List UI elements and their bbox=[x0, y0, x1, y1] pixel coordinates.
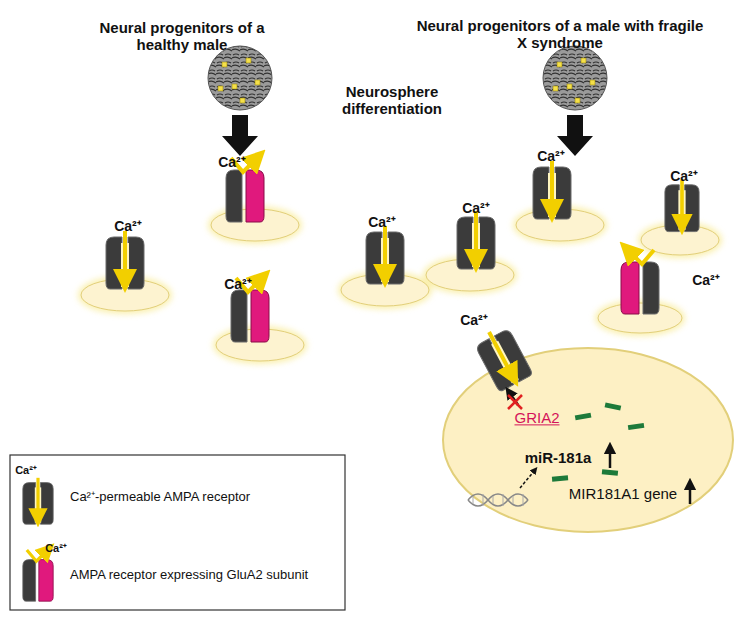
ion-label: Ca²⁺ bbox=[462, 200, 490, 216]
cell-outline bbox=[440, 345, 736, 535]
gene-label: MIR181A1 gene bbox=[569, 485, 677, 502]
ion-label: Ca²⁺ bbox=[224, 276, 252, 292]
heading: Neural progenitors of a healthy male bbox=[72, 19, 292, 54]
ion-label: Ca²⁺ bbox=[670, 168, 698, 184]
ion-label: Ca²⁺ bbox=[15, 464, 37, 477]
ion-label: Ca²⁺ bbox=[692, 272, 720, 288]
heading: Neural progenitors of a male with fragil… bbox=[410, 17, 710, 52]
cell-body: GRIA2 miR-181aMIR181A1 gene bbox=[440, 345, 736, 535]
ion-label: Ca²⁺ bbox=[114, 218, 142, 234]
ion-label: Ca²⁺ bbox=[368, 214, 396, 230]
legend-text: AMPA receptor expressing GluA2 subunit bbox=[70, 568, 308, 583]
heading: Neurosphere differentiation bbox=[332, 83, 452, 118]
gene-name: GRIA2 bbox=[514, 409, 559, 426]
ion-label: Ca²⁺ bbox=[460, 312, 488, 328]
ion-label: Ca²⁺ bbox=[45, 542, 67, 555]
legend-text: Ca²⁺-permeable AMPA receptor bbox=[70, 490, 250, 505]
ion-label: Ca²⁺ bbox=[537, 148, 565, 164]
microrna-name: miR-181a bbox=[525, 449, 592, 466]
ion-label: Ca²⁺ bbox=[218, 154, 246, 170]
